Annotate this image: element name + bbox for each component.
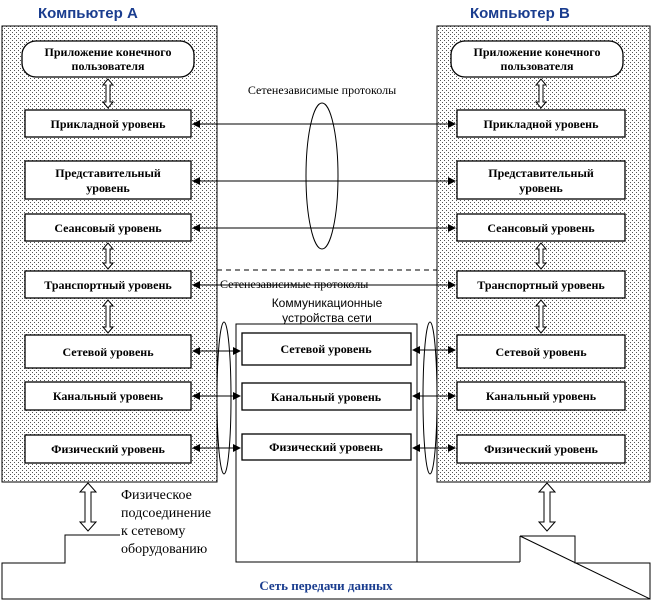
a-application-box [24,109,192,138]
a-session-box [24,213,192,242]
phys-conn-line3: к сетевому [121,524,185,539]
computer-a-app-line1: Приложение конечного [45,45,172,59]
computer-a-app-line2: пользователя [72,59,145,73]
phys-conn-line2: подсоединение [121,506,211,521]
c-datalink-box [241,382,412,411]
comm-devices-title-line2: устройства сети [282,311,372,325]
b-network-label: Сетевой уровень [495,345,587,359]
c-datalink-label: Канальный уровень [271,390,382,404]
a-presentation-line1: Представительный [55,166,161,180]
a-session-label: Сеансовый уровень [54,221,162,235]
b-transport-box [456,270,626,299]
phys-conn-line1: Физическое [121,488,192,503]
b-physical-label: Физический уровень [484,442,598,456]
b-session-box [456,213,626,242]
b-datalink-label: Канальный уровень [486,389,597,403]
vertical-hollow-arrows [101,78,548,334]
b-presentation-line1: Представительный [488,166,594,180]
b-app-arrow [534,78,548,109]
b-presentation-line2: уровень [519,181,563,195]
b-transport-label: Транспортный уровень [477,278,605,292]
c-physical-box [241,433,412,461]
computer-b-app-box: Приложение конечного пользователя [450,40,624,78]
b-datalink-box [456,381,626,411]
a-transport-network-arrow [101,299,115,334]
left-lower-ellipse [216,321,232,475]
computer-b-app-line1: Приложение конечного [474,45,601,59]
comm-devices-layers: Сетевой уровень Канальный уровень Физиче… [241,332,412,461]
a-presentation-box [24,160,192,200]
computer-b-title: Компьютер В [470,5,570,22]
data-network-base [1,563,651,600]
c-physical-label: Физический уровень [269,440,383,454]
c-network-box [241,332,412,366]
a-transport-label: Транспортный уровень [44,278,172,292]
a-datalink-label: Канальный уровень [53,389,164,403]
a-app-arrow [101,78,115,109]
computer-a-app-box: Приложение конечного пользователя [21,40,195,78]
upper-arrows [192,120,456,289]
data-network-label: Сеть передачи данных [259,578,393,593]
comm-devices-title-line1: Коммуникационные [272,296,383,310]
computer-a-layers: Прикладной уровень Представительный уров… [24,109,192,464]
phys-conn-line4: оборудованию [121,542,207,557]
b-physical-box [456,434,626,464]
lower-arrows [192,346,456,452]
b-application-box [456,109,626,138]
a-presentation-line2: уровень [86,181,130,195]
b-presentation-box [456,160,626,200]
a-network-box [24,334,192,369]
network-dependent-label: Сетенезависимые протоколы [220,277,368,291]
network-independent-label: Сетенезависимые протоколы [248,83,396,97]
b-transport-network-arrow [534,299,548,334]
upper-protocol-ellipse [305,102,339,250]
a-application-label: Прикладной уровень [51,117,167,131]
a-physical-label: Физический уровень [51,442,165,456]
a-physical-box [24,434,192,464]
physical-connection-arrows [78,482,557,532]
a-datalink-box [24,381,192,411]
computer-b-app-line2: пользователя [501,59,574,73]
a-session-transport-arrow [101,242,115,270]
physical-connection-label: Физическое подсоединение к сетевому обор… [121,488,211,557]
b-session-label: Сеансовый уровень [487,221,595,235]
b-physical-connection-arrow [537,482,557,532]
right-lower-ellipse [422,321,438,475]
a-physical-connection-arrow [78,482,98,532]
a-transport-box [24,270,192,299]
b-application-label: Прикладной уровень [484,117,600,131]
b-network-box [456,334,626,369]
computer-a-title: Компьютер А [38,5,138,22]
computer-b-layers: Прикладной уровень Представительный уров… [456,109,626,464]
a-network-label: Сетевой уровень [62,345,154,359]
c-network-label: Сетевой уровень [280,342,372,356]
b-session-transport-arrow [534,242,548,270]
